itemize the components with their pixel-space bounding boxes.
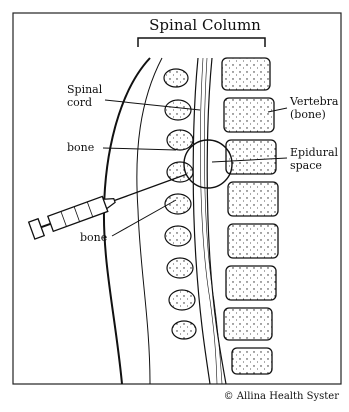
epidural-highlight-circle: [184, 140, 232, 188]
spinous-process: [167, 130, 193, 150]
spinous-process: [167, 258, 193, 278]
vertebra-body: [224, 98, 274, 132]
vertebra-body: [226, 266, 276, 300]
label-bone-lower: bone: [80, 231, 107, 244]
label-epidural-line1: Epidural: [290, 146, 339, 159]
spinous-process: [164, 69, 188, 87]
spinous-process: [165, 100, 191, 120]
label-vertebra-line1: Vertebra: [289, 95, 339, 108]
label-spinal-cord-line2: cord: [67, 96, 92, 109]
back-inner-outline: [137, 58, 162, 384]
spinous-process: [169, 290, 195, 310]
label-epidural-line2: space: [290, 159, 322, 172]
spinal-cord-right-edge: [207, 58, 226, 384]
vertebra-body: [232, 348, 272, 374]
vertebra-body: [228, 224, 278, 258]
vertebra-body: [222, 58, 270, 90]
vertebra-body: [228, 182, 278, 216]
title-bracket: [138, 38, 265, 47]
label-bone-upper: bone: [67, 141, 94, 154]
spinal-cord-fibers: [204, 58, 222, 384]
diagram-title: Spinal Column: [149, 16, 261, 34]
label-vertebra-line2: (bone): [290, 108, 326, 121]
spinous-process: [172, 321, 196, 339]
vertebra-body: [226, 140, 276, 174]
spinous-process: [165, 226, 191, 246]
back-outline: [104, 58, 150, 384]
label-spinal-cord-line1: Spinal: [67, 83, 103, 96]
vertebra-body: [224, 308, 272, 340]
copyright-notice: © Allina Health Syster: [224, 391, 340, 402]
leader-line-bone-upper: [103, 148, 176, 150]
vertebral-bodies: [222, 58, 278, 374]
